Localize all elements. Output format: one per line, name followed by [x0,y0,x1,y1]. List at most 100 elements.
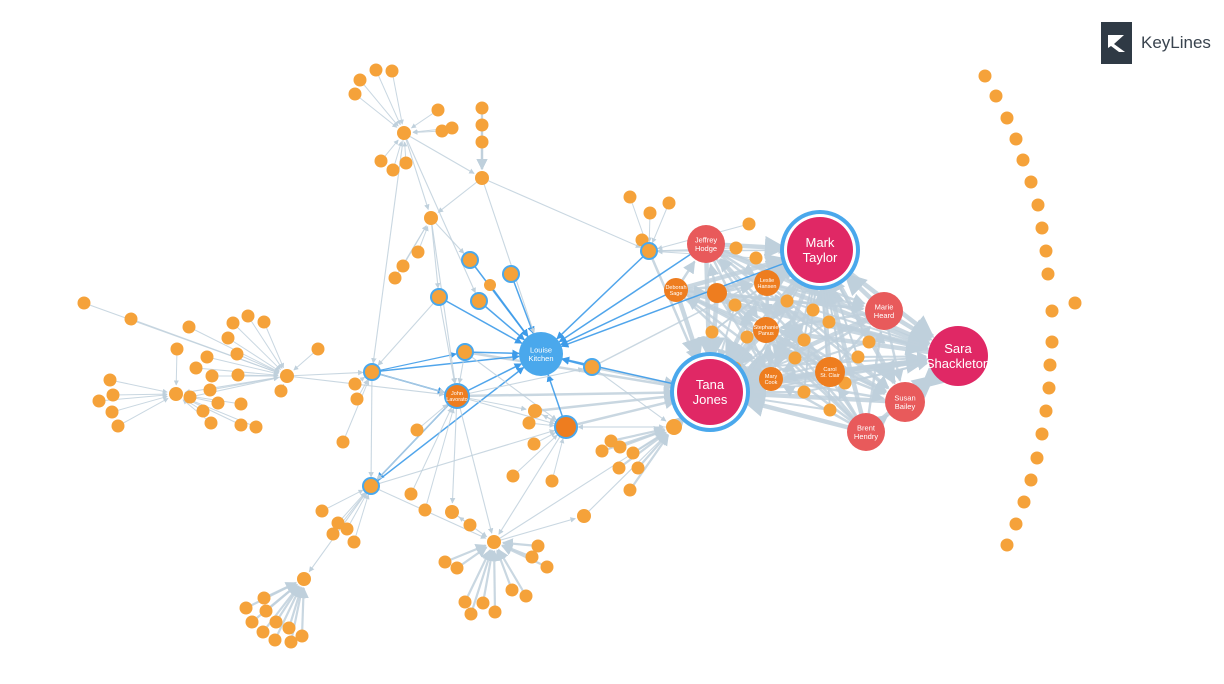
network-node[interactable] [729,241,743,255]
person-node-brent[interactable] [847,413,885,451]
isolated-node[interactable] [1041,267,1055,281]
network-node[interactable] [404,487,418,501]
network-node[interactable] [506,469,520,483]
network-node[interactable] [410,423,424,437]
network-node[interactable] [475,101,489,115]
network-node[interactable] [234,418,248,432]
isolated-node[interactable] [1045,304,1059,318]
person-node-louise[interactable] [521,334,561,374]
network-node[interactable] [106,388,120,402]
network-node[interactable] [315,504,329,518]
isolated-node[interactable] [1024,473,1038,487]
network-node[interactable] [666,419,682,435]
network-node[interactable] [397,126,411,140]
network-node[interactable] [269,615,283,629]
isolated-node[interactable] [1030,451,1044,465]
isolated-node[interactable] [1016,153,1030,167]
isolated-node[interactable] [1024,175,1038,189]
network-node[interactable] [226,316,240,330]
network-node[interactable] [231,368,245,382]
person-node-mary[interactable] [759,367,783,391]
network-node[interactable] [450,561,464,575]
network-node[interactable] [374,154,388,168]
network-node[interactable] [445,121,459,135]
network-node[interactable] [504,267,518,281]
network-node[interactable] [331,516,345,530]
network-node[interactable] [259,604,273,618]
network-node[interactable] [234,397,248,411]
isolated-node[interactable] [978,69,992,83]
person-node-marie[interactable] [865,292,903,330]
network-node[interactable] [623,190,637,204]
person-node-jeffrey[interactable] [687,225,725,263]
network-node[interactable] [505,583,519,597]
isolated-node[interactable] [1039,404,1053,418]
network-node[interactable] [626,446,640,460]
network-node[interactable] [595,444,609,458]
network-node[interactable] [823,403,837,417]
network-node[interactable] [531,539,545,553]
network-node[interactable] [705,325,719,339]
network-node[interactable] [347,535,361,549]
network-node[interactable] [488,605,502,619]
network-node[interactable] [475,118,489,132]
network-node[interactable] [388,271,402,285]
network-node[interactable] [487,535,501,549]
person-node-mark[interactable] [787,217,853,283]
network-node[interactable] [463,253,477,267]
network-node[interactable] [369,63,383,77]
network-node[interactable] [631,461,645,475]
network-node[interactable] [256,625,270,639]
isolated-node[interactable] [1045,335,1059,349]
network-node[interactable] [386,163,400,177]
network-node[interactable] [311,342,325,356]
network-node[interactable] [230,347,244,361]
person-node-jlavorato[interactable] [446,385,468,407]
person-node-dsage[interactable] [664,278,688,302]
network-node[interactable] [249,420,263,434]
network-node[interactable] [326,527,340,541]
network-node[interactable] [528,404,542,418]
network-node[interactable] [418,503,432,517]
isolated-node[interactable] [989,89,1003,103]
network-node[interactable] [221,331,235,345]
network-node[interactable] [196,404,210,418]
network-node[interactable] [728,298,742,312]
network-node[interactable] [103,373,117,387]
network-node[interactable] [797,333,811,347]
network-node[interactable] [77,296,91,310]
isolated-node[interactable] [1043,358,1057,372]
network-node[interactable] [604,434,618,448]
network-node[interactable] [211,396,225,410]
network-node[interactable] [336,435,350,449]
isolated-node[interactable] [1000,538,1014,552]
network-node[interactable] [257,315,271,329]
network-node[interactable] [742,217,756,231]
network-node[interactable] [280,369,294,383]
network-node[interactable] [203,383,217,397]
isolated-node[interactable] [1068,296,1082,310]
network-node[interactable] [527,437,541,451]
network-node[interactable] [662,196,676,210]
network-node[interactable] [282,621,296,635]
network-node[interactable] [780,294,794,308]
network-node[interactable] [476,596,490,610]
network-node[interactable] [396,259,410,273]
isolated-node[interactable] [1035,427,1049,441]
network-node[interactable] [241,309,255,323]
network-node[interactable] [205,369,219,383]
network-node[interactable] [183,390,197,404]
network-node[interactable] [556,417,576,437]
isolated-node[interactable] [1031,198,1045,212]
network-node[interactable] [385,64,399,78]
network-node[interactable] [623,483,637,497]
network-node[interactable] [540,560,554,574]
person-node-leslie[interactable] [754,270,780,296]
network-node[interactable] [169,387,183,401]
network-node[interactable] [348,87,362,101]
person-node-stephanie[interactable] [753,317,779,343]
network-node[interactable] [200,350,214,364]
network-node[interactable] [472,294,486,308]
network-node[interactable] [545,474,559,488]
network-node[interactable] [463,518,477,532]
